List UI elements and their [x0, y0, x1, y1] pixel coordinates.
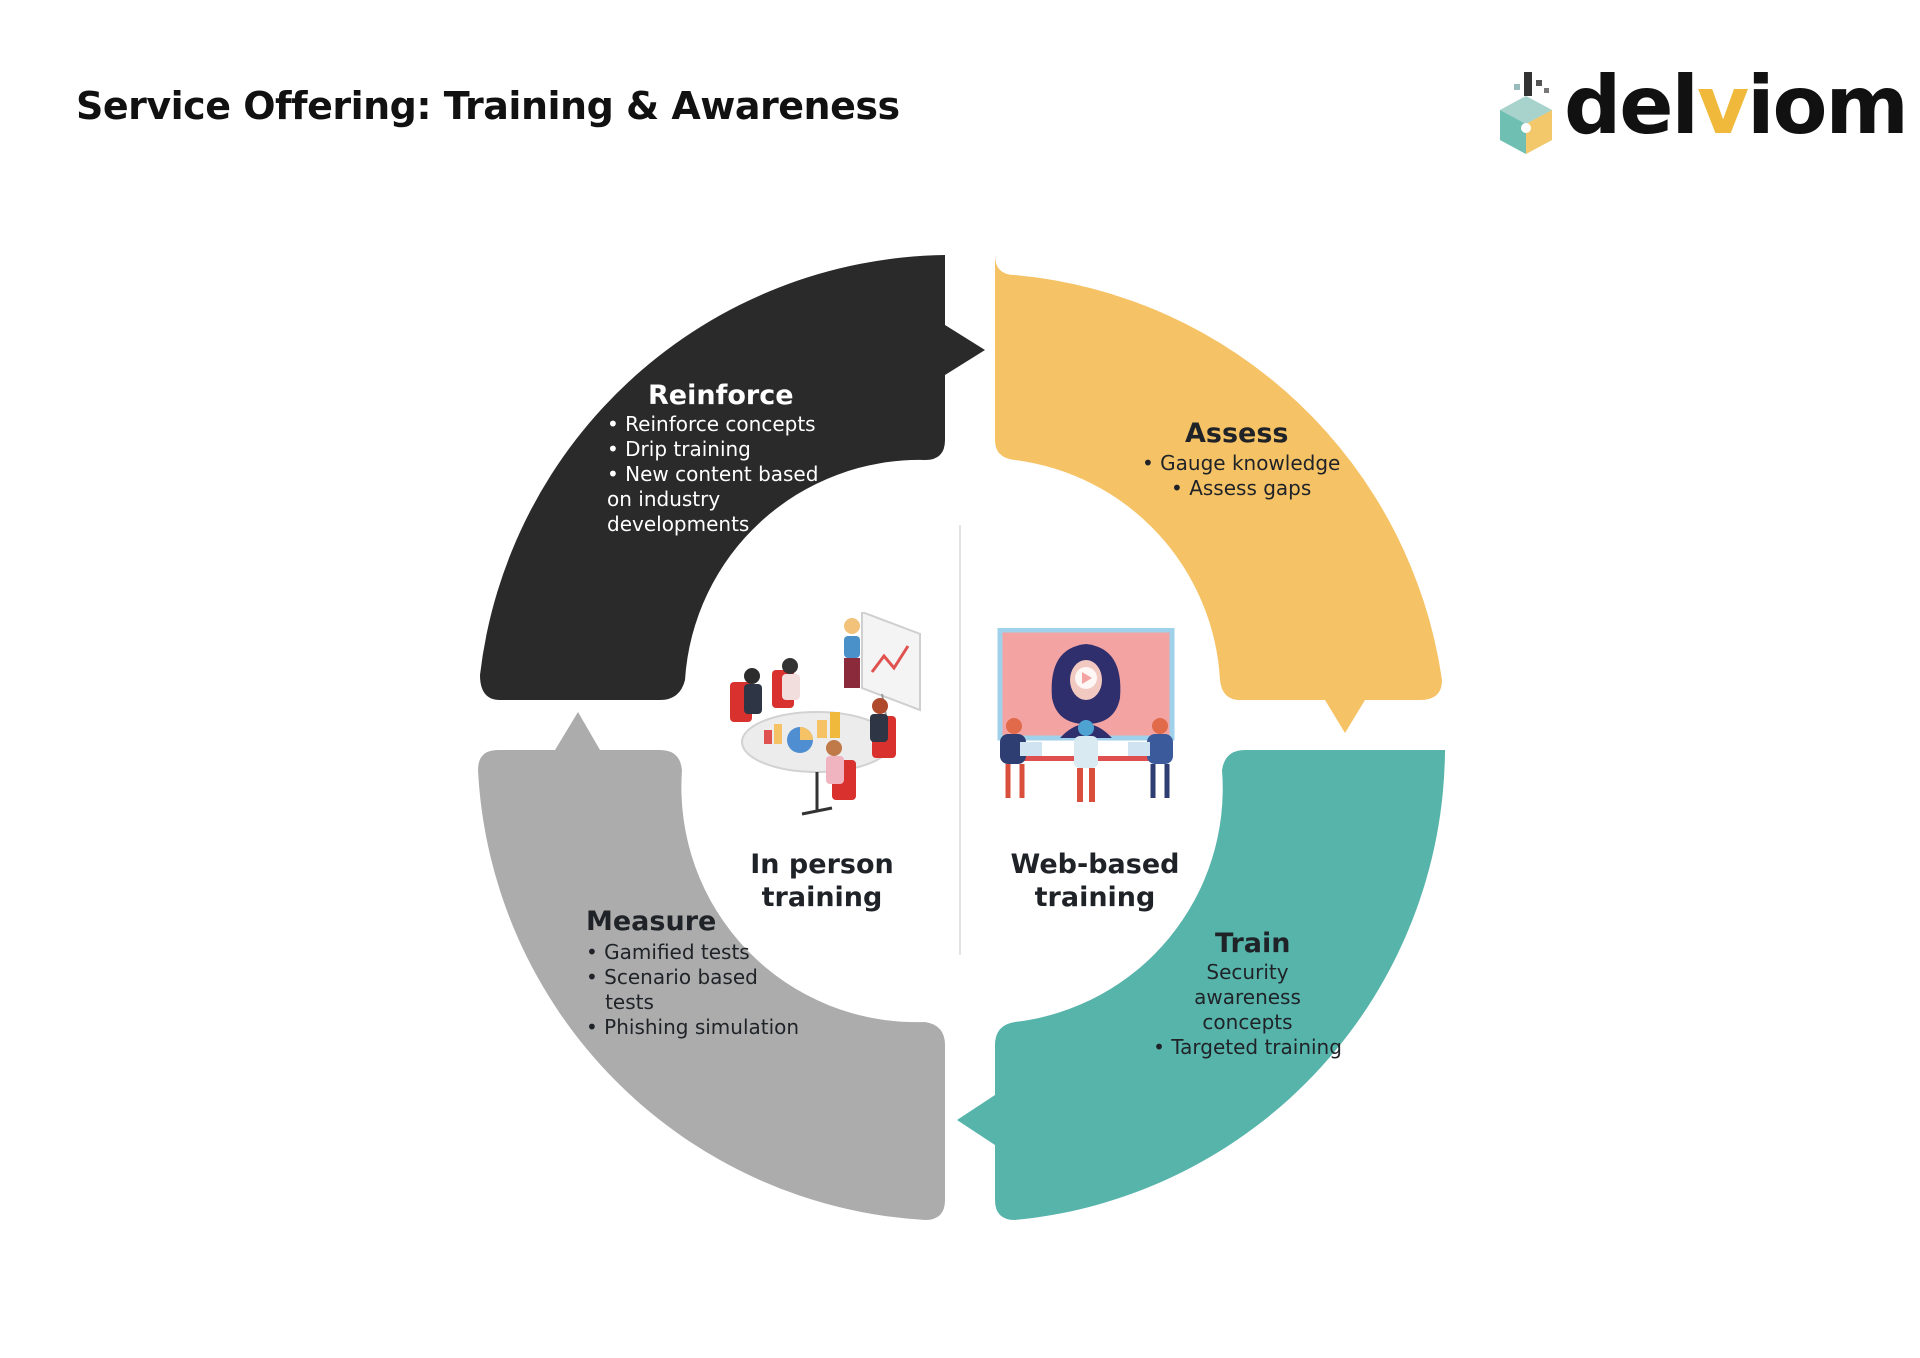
web-based-label-line1: Web-based [995, 848, 1195, 881]
list-item: developments [607, 512, 818, 537]
in-person-label-line1: In person [732, 848, 912, 881]
list-item: • New content based [607, 462, 818, 487]
web-based-training-label: Web-based training [995, 848, 1195, 914]
web-based-label-line2: training [995, 881, 1195, 914]
list-item: • Assess gaps [1142, 476, 1340, 501]
list-item: • Drip training [607, 437, 818, 462]
list-item: • Gauge knowledge [1142, 451, 1340, 476]
reinforce-items: • Reinforce concepts • Drip training • N… [607, 412, 818, 537]
list-item: • Targeted training [1150, 1035, 1345, 1060]
train-items: Security awareness concepts • Targeted t… [1150, 960, 1345, 1060]
list-item: • Scenario based [586, 965, 799, 990]
reinforce-title: Reinforce [648, 380, 794, 411]
list-item: Security awareness [1150, 960, 1345, 1010]
list-item: • Gamified tests [586, 940, 799, 965]
in-person-training-label: In person training [732, 848, 912, 914]
meeting-illustration-icon [722, 612, 927, 827]
measure-title: Measure [586, 906, 716, 937]
train-title: Train [1215, 928, 1290, 959]
list-item: tests [586, 990, 799, 1015]
in-person-label-line2: training [732, 881, 912, 914]
assess-items: • Gauge knowledge • Assess gaps [1142, 451, 1340, 501]
list-item: concepts [1150, 1010, 1345, 1035]
video-training-illustration-icon [990, 628, 1185, 808]
assess-title: Assess [1185, 418, 1289, 449]
list-item: • Reinforce concepts [607, 412, 818, 437]
measure-items: • Gamified tests • Scenario based tests … [586, 940, 799, 1040]
list-item: • Phishing simulation [586, 1015, 799, 1040]
list-item: on industry [607, 487, 818, 512]
